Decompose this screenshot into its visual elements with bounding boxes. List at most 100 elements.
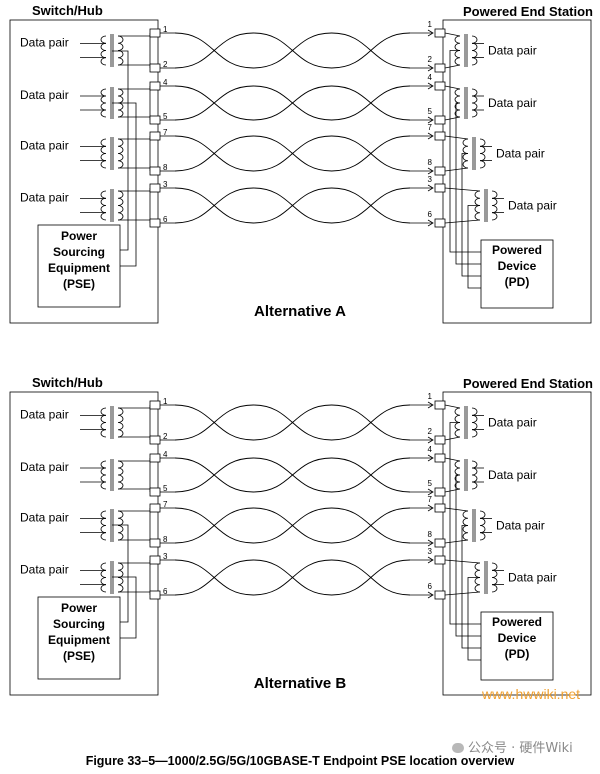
transformer-coil [117, 35, 124, 66]
pair-lead [444, 167, 469, 172]
arrow-head [427, 504, 434, 512]
pin-number: 8 [163, 535, 168, 544]
cable-wire [174, 457, 411, 493]
pair-lead [444, 85, 461, 90]
pair-lead [444, 591, 481, 596]
transformer-icon [100, 189, 124, 222]
pse-feed-line [112, 576, 137, 639]
wechat-icon [452, 743, 464, 753]
pin-connector [149, 183, 161, 193]
pair-lead [444, 187, 481, 192]
pd-feed-line [449, 50, 481, 253]
twisted-pair-cable [174, 507, 411, 544]
twisted-pair-cable [174, 85, 411, 121]
twisted-pair-cable [174, 135, 411, 172]
pd-label: (PD) [505, 647, 530, 661]
pin-connector [149, 538, 161, 548]
cable-wire [174, 85, 411, 121]
transformer-coil [100, 562, 107, 593]
pin-number: 2 [163, 60, 168, 69]
right-pair-label: Data pair [488, 96, 537, 110]
pin-connector [149, 590, 161, 600]
pin-connector [434, 590, 446, 600]
right-pair-label: Data pair [496, 519, 545, 533]
cable-wire [174, 187, 411, 224]
transformer-coil [100, 88, 107, 118]
transformer-coil [479, 510, 486, 541]
pin-number: 8 [428, 530, 433, 539]
pin-number: 1 [163, 397, 168, 406]
pair-lead [444, 488, 461, 493]
pin-number: 7 [428, 495, 433, 504]
pin-connector [434, 63, 446, 73]
transformer-coil [117, 562, 124, 593]
transformer-coil [117, 460, 124, 490]
pin-connector [149, 166, 161, 176]
pin-number: 1 [163, 25, 168, 34]
pin-number: 5 [163, 484, 168, 493]
pd-feed-line [449, 422, 481, 625]
pin-number: 5 [428, 107, 433, 116]
pd-feed-line [467, 577, 481, 661]
pd-label: Device [498, 631, 537, 645]
pair-lead [444, 116, 461, 121]
pse-box [37, 224, 121, 308]
pse-label: (PSE) [63, 277, 95, 291]
right-pair-label: Data pair [508, 199, 557, 213]
pair-lead [444, 32, 461, 37]
alternative-label: Alternative B [254, 675, 347, 692]
pin-connector [434, 166, 446, 176]
left-pair-label: Data pair [20, 36, 69, 50]
pair-lead [444, 135, 469, 140]
right-pair-label: Data pair [488, 44, 537, 58]
pair-lead [444, 457, 461, 462]
pin-number: 6 [428, 210, 433, 219]
station-title: Powered End Station [463, 376, 593, 391]
pair-lead [444, 219, 481, 224]
transformer-coil [491, 562, 498, 593]
transformer-coil [100, 460, 107, 490]
pin-connector [434, 218, 446, 228]
pse-label: Equipment [48, 261, 110, 275]
pin-connector [149, 131, 161, 141]
pin-connector [149, 28, 161, 38]
pin-number: 4 [163, 450, 168, 459]
twisted-pair-cable [174, 559, 411, 596]
pin-connector [149, 487, 161, 497]
pin-connector [434, 115, 446, 125]
pin-number: 1 [428, 392, 433, 401]
transformer-coil [471, 35, 478, 66]
transformer-coil [117, 190, 124, 221]
cable-wire [174, 32, 411, 69]
watermark-site: www.hwwiki.net [482, 686, 581, 702]
pin-number: 6 [163, 215, 168, 224]
pse-feed-line [112, 524, 129, 623]
arrow-head [427, 219, 434, 227]
pin-number: 4 [163, 78, 168, 87]
arrow-head [427, 29, 434, 37]
transformer-icon [100, 459, 124, 491]
pin-connector [434, 435, 446, 445]
pin-number: 8 [163, 163, 168, 172]
arrow-head [427, 539, 434, 547]
pin-number: 7 [163, 128, 168, 137]
right-pair-label: Data pair [508, 571, 557, 585]
pse-label: Power [61, 229, 97, 243]
pd-label: Powered [492, 243, 542, 257]
left-pair-label: Data pair [20, 139, 69, 153]
pair-lead [444, 559, 481, 564]
pin-number: 4 [428, 445, 433, 454]
arrow-head [427, 132, 434, 140]
arrow-head [427, 82, 434, 90]
pd-label: (PD) [505, 275, 530, 289]
right-pair-label: Data pair [488, 468, 537, 482]
cable-wire [174, 135, 411, 172]
